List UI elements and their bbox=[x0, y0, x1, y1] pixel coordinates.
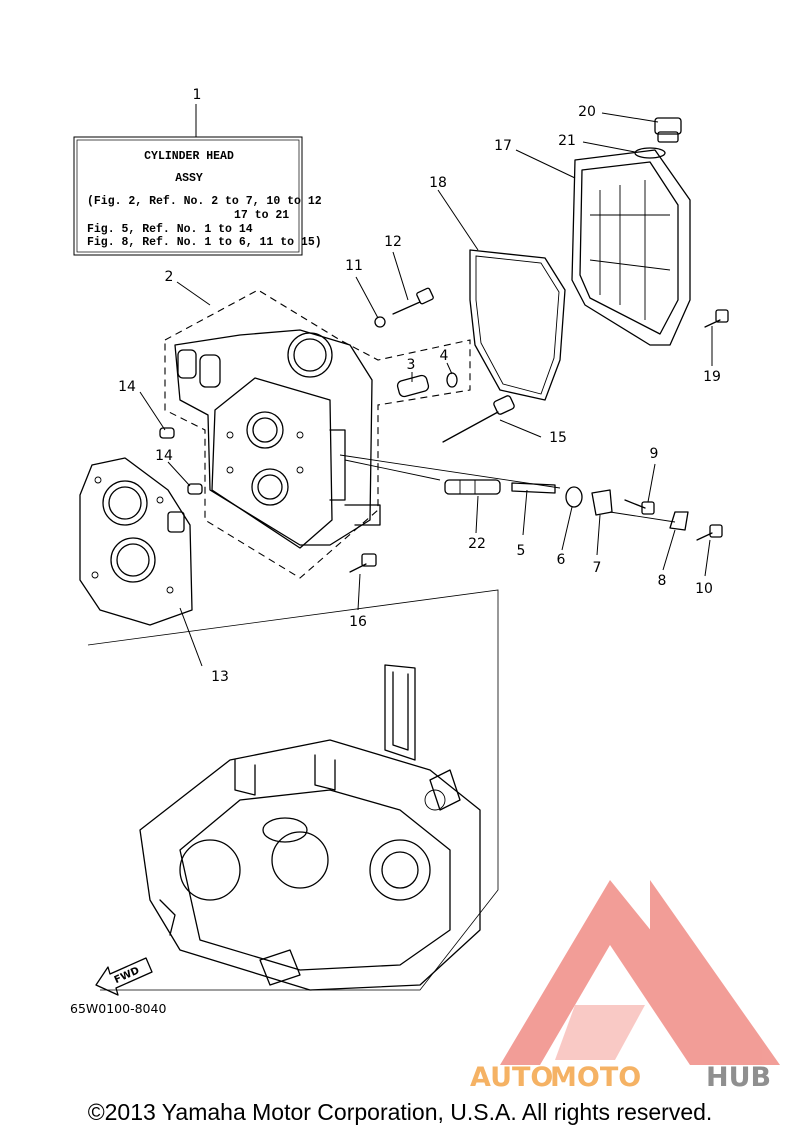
cover-gasket bbox=[469, 249, 566, 401]
fwd-arrow-icon: FWD bbox=[95, 957, 153, 996]
callout-3: 3 bbox=[407, 357, 416, 373]
watermark-auto: AUTO bbox=[470, 1062, 553, 1093]
leader-lines bbox=[139, 112, 713, 667]
watermark-hub: HUB bbox=[706, 1062, 771, 1093]
callout-13: 13 bbox=[211, 669, 229, 685]
info-line-4: 17 to 21 bbox=[234, 209, 289, 222]
cylinder-head bbox=[174, 329, 381, 549]
watermark-logo bbox=[500, 880, 780, 1065]
callout-labels: 1 2 3 4 5 6 7 8 9 10 11 12 13 14 14 15 1… bbox=[118, 87, 721, 685]
callout-12: 12 bbox=[384, 234, 402, 250]
callout-1: 1 bbox=[193, 87, 202, 103]
callout-9: 9 bbox=[650, 446, 659, 462]
callout-15: 15 bbox=[549, 430, 567, 446]
callout-2: 2 bbox=[165, 269, 174, 285]
bolts bbox=[349, 287, 729, 573]
callout-14b: 14 bbox=[155, 448, 173, 464]
cylinder-block bbox=[87, 589, 499, 991]
callout-11: 11 bbox=[345, 258, 363, 274]
dowel-pins bbox=[159, 427, 203, 495]
info-line-2: ASSY bbox=[175, 172, 203, 185]
callout-14a: 14 bbox=[118, 379, 136, 395]
callout-18: 18 bbox=[429, 175, 447, 191]
watermark-moto: MOTO bbox=[550, 1062, 641, 1093]
callout-22: 22 bbox=[468, 536, 486, 552]
info-line-3: (Fig. 2, Ref. No. 2 to 7, 10 to 12 bbox=[87, 195, 322, 208]
callout-21: 21 bbox=[558, 133, 576, 149]
callout-7: 7 bbox=[593, 560, 602, 576]
callout-5: 5 bbox=[517, 543, 526, 559]
head-cover bbox=[571, 149, 691, 346]
callout-19: 19 bbox=[703, 369, 721, 385]
callout-8: 8 bbox=[658, 573, 667, 589]
info-line-6: Fig. 8, Ref. No. 1 to 6, 11 to 15) bbox=[87, 236, 322, 249]
callout-16: 16 bbox=[349, 614, 367, 630]
callout-17: 17 bbox=[494, 138, 512, 154]
info-line-5: Fig. 5, Ref. No. 1 to 14 bbox=[87, 223, 253, 236]
info-line-1: CYLINDER HEAD bbox=[144, 150, 234, 163]
assembly-outline bbox=[164, 289, 471, 579]
callout-6: 6 bbox=[557, 552, 566, 568]
sensor-parts bbox=[339, 454, 689, 531]
callout-10: 10 bbox=[695, 581, 713, 597]
callout-4: 4 bbox=[440, 348, 449, 364]
callout-20: 20 bbox=[578, 104, 596, 120]
head-gasket bbox=[79, 457, 193, 626]
diagram-code: 65W0100-8040 bbox=[70, 1001, 167, 1016]
watermark-text: AUTO MOTO HUB bbox=[470, 1062, 771, 1093]
copyright-notice: ©2013 Yamaha Motor Corporation, U.S.A. A… bbox=[87, 1099, 713, 1125]
filler-cap bbox=[634, 117, 682, 159]
info-box: CYLINDER HEAD ASSY (Fig. 2, Ref. No. 2 t… bbox=[73, 104, 322, 256]
